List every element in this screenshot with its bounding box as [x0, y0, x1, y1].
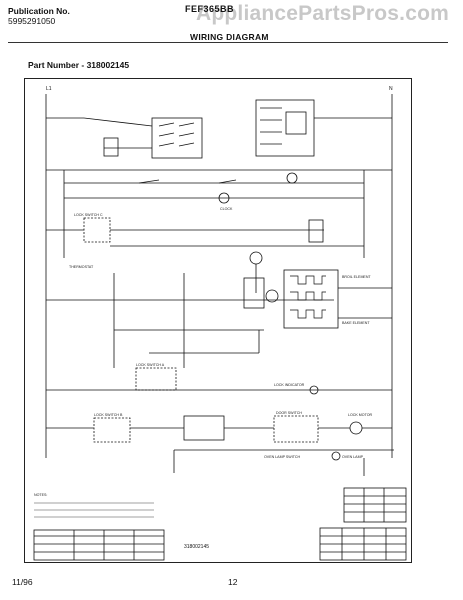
surface-element-switches — [151, 117, 203, 159]
broil-element — [283, 269, 339, 329]
switch-table-left — [33, 529, 165, 561]
lock-switch-table — [343, 487, 407, 523]
watermark: AppliancePartsPros.com — [196, 2, 449, 25]
publication-label: Publication No. — [8, 6, 70, 16]
broil-element-label: BROIL ELEMENT — [342, 275, 371, 279]
diagram-frame — [24, 78, 412, 563]
clock-label: CLOCK — [220, 207, 233, 211]
lock-switch-c — [83, 217, 111, 243]
bake-element-label: BAKE ELEMENT — [342, 321, 370, 325]
wiring-schematic: L1 N CLOCK LOCK SWITCH C THERMOSTAT — [33, 86, 407, 561]
lock-switch-b-label: LOCK SWITCH B — [94, 413, 123, 417]
notes-label: NOTES: — [34, 493, 47, 497]
page-number: 12 — [228, 577, 238, 587]
footer-date: 11/96 — [12, 577, 33, 587]
infinite-switch — [255, 99, 315, 157]
diagram-title: WIRING DIAGRAM — [190, 32, 269, 42]
door-switch-label: DOOR SWITCH — [276, 411, 302, 415]
fluorescent-lamp-switch — [138, 179, 237, 184]
lock-motor-label: LOCK MOTOR — [348, 413, 372, 417]
n-label: N — [389, 86, 393, 92]
model-number: FEF365BB — [185, 4, 235, 14]
lock-indicator-icon — [309, 385, 319, 395]
selector-switch — [243, 277, 265, 309]
diagram-part-number: 318002145 — [184, 544, 209, 550]
thermostat-lock-relay — [183, 415, 225, 441]
lock-indicator-label: LOCK INDICATOR — [274, 383, 305, 387]
fluorescent-lamp-icon — [286, 172, 298, 184]
lock-switch-a — [135, 367, 177, 391]
oven-lamp-label: OVEN LAMP — [342, 455, 364, 459]
oven-lamp-icon — [331, 451, 341, 461]
signal-switch — [308, 219, 324, 243]
lock-switch-c-label: LOCK SWITCH C — [74, 213, 103, 217]
header-rule — [8, 42, 448, 43]
selector-dial-icon — [265, 289, 279, 303]
lock-switch-b — [93, 417, 131, 443]
part-number: Part Number - 318002145 — [28, 60, 130, 70]
lock-motor-icon — [349, 421, 363, 435]
lock-switch-a-label: LOCK SWITCH A — [136, 363, 165, 367]
l1-label: L1 — [46, 86, 52, 92]
door-switch — [273, 415, 319, 443]
publication-number: 5995291050 — [8, 16, 56, 26]
oven-lamp-switch-label: OVEN LAMP SWITCH — [264, 455, 300, 459]
warning-light-icon — [249, 251, 263, 265]
clock-motor-icon — [218, 192, 230, 204]
thermostat-label: THERMOSTAT — [69, 265, 94, 269]
